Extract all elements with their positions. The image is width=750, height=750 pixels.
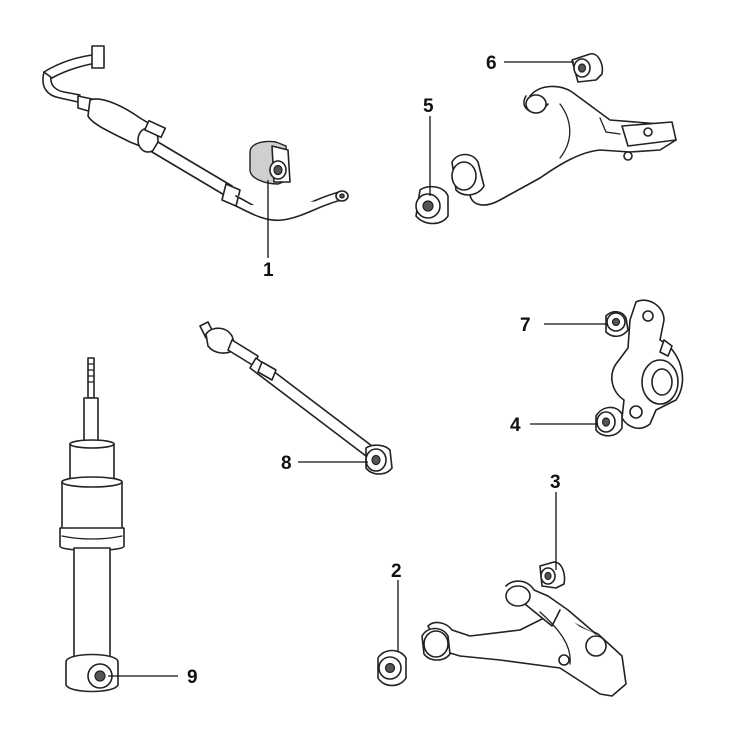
callout-4: 4	[510, 415, 521, 436]
callout-3: 3	[550, 472, 561, 493]
knuckle	[595, 299, 684, 437]
callout-6: 6	[486, 53, 497, 74]
callout-8: 8	[281, 453, 292, 474]
shock-absorber	[59, 357, 125, 693]
callout-7: 7	[520, 315, 531, 336]
lower-control-arm	[377, 561, 627, 697]
upper-control-arm	[415, 53, 677, 225]
callout-5: 5	[423, 96, 434, 117]
track-rod	[199, 321, 393, 475]
callout-1: 1	[263, 260, 274, 281]
stabilizer-bar	[42, 45, 349, 222]
callout-9: 9	[187, 667, 198, 688]
callout-2: 2	[391, 561, 402, 582]
